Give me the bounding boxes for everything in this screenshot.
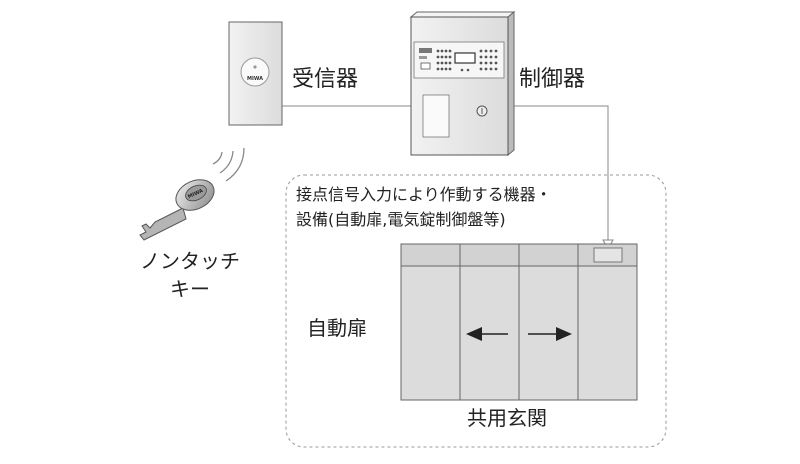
receiver-brand-text: MIWA (247, 76, 263, 82)
controller-window (422, 94, 450, 138)
open-left-arrow-icon (466, 327, 508, 341)
receiver-label: 受信器 (292, 67, 358, 92)
controller-display (454, 52, 476, 64)
signal-waves-icon (212, 147, 245, 182)
device-box-caption-line2: 設備(自動扉,電気錠制御盤等) (296, 210, 506, 229)
door-sensor-box (593, 247, 623, 263)
controller-cabinet (409, 10, 516, 157)
touchless-key-label-line1: ノンタッチ (140, 249, 240, 273)
touchless-key-icon: MIWA (139, 179, 215, 241)
open-right-arrow-icon (528, 327, 572, 341)
auto-door-label: 自動扉 (307, 316, 367, 340)
controller-device-line (513, 105, 609, 246)
entrance-label: 共用玄関 (467, 406, 547, 430)
touchless-key-label-line2: キー (170, 277, 210, 301)
automatic-door (400, 243, 638, 401)
controller-label: 制御器 (519, 67, 585, 92)
receiver-unit: MIWA (228, 21, 283, 126)
device-box-caption-line1: 接点信号入力により作動する機器・ (296, 185, 552, 204)
